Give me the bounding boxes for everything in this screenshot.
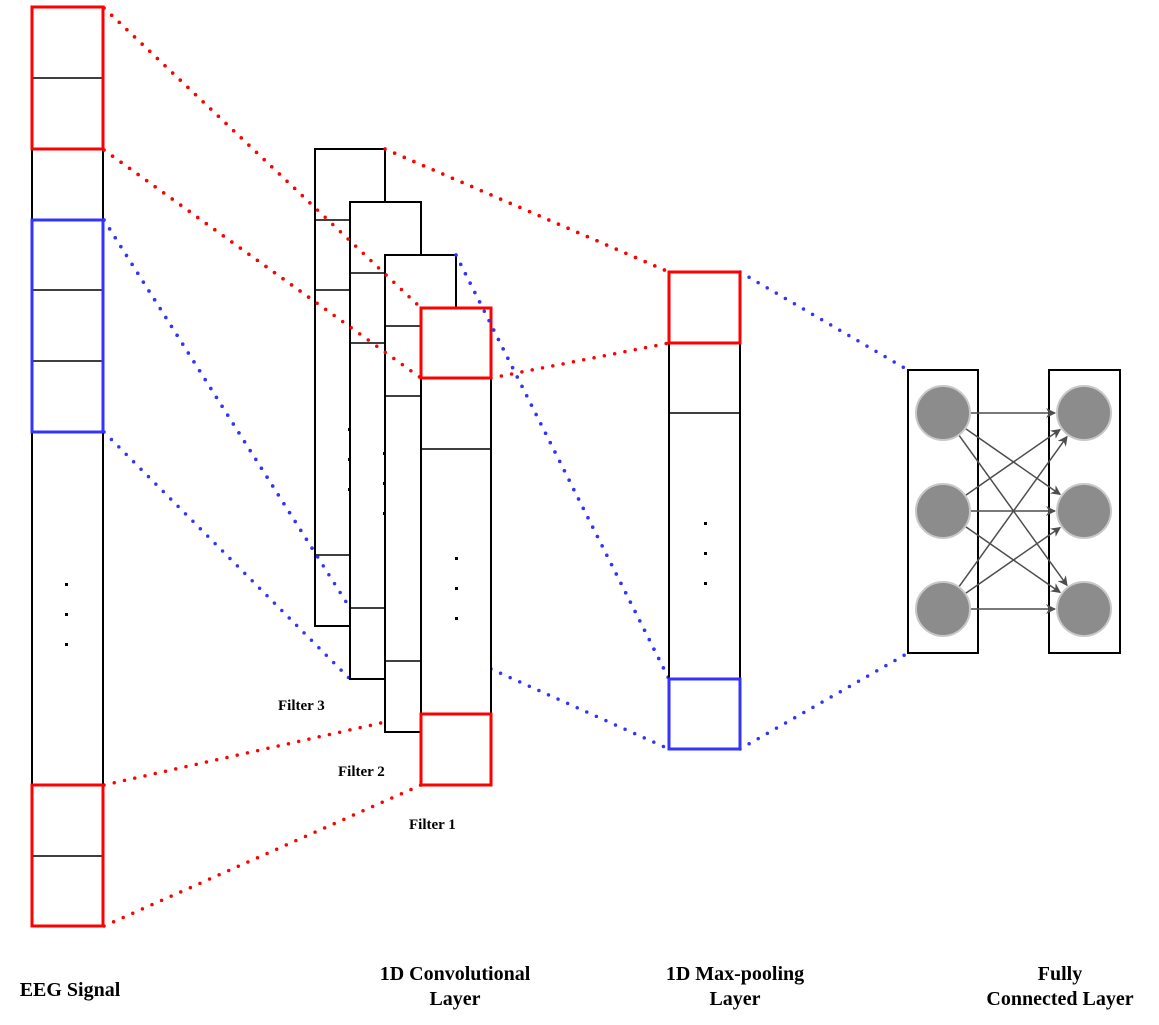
fc-output-neuron [1056, 483, 1112, 539]
filter-2-label: Filter 2 [338, 764, 385, 780]
eeg-ellipsis [65, 583, 68, 646]
connector-overlay [102, 218, 352, 610]
fc-connection-arrow [964, 526, 1062, 595]
connector-conv-pool-blue-lower [489, 667, 671, 751]
connector-overlay [102, 148, 423, 380]
connectors [102, 6, 910, 928]
connector-pool-fc-blue-upper [738, 270, 910, 372]
connector-eeg-bottom-red-upper [102, 712, 423, 787]
connector-conv-pool-red-lower [489, 341, 671, 380]
fc-output-neuron [1056, 581, 1112, 637]
fc-connection-arrow [964, 427, 1062, 496]
fc-connection-arrow [964, 428, 1062, 497]
maxpool-ellipsis [704, 522, 707, 585]
connector-pool-fc-blue-lower [738, 651, 910, 751]
conv-ellipsis [455, 557, 458, 620]
maxpool-layer-label: 1D Max-pooling Layer [635, 962, 835, 1012]
fully-connected-layer [907, 369, 1121, 654]
connector-overlay [383, 147, 671, 274]
fc-layer-label: Fully Connected Layer [960, 962, 1159, 1012]
maxpool-column [667, 270, 742, 751]
maxpool-layer-label-line2: Layer [709, 988, 761, 1010]
fc-layer-label-line2: Connected Layer [986, 988, 1134, 1010]
filter-1-window-red-top [419, 306, 493, 380]
filter-1-label: Filter 1 [409, 817, 456, 833]
maxpool-window-red [667, 270, 742, 345]
conv-layer-label-line2: Layer [429, 988, 481, 1010]
eeg-signal-column [30, 5, 105, 928]
connector-eeg-bottom-red-lower [102, 783, 423, 928]
fc-input-neuron [915, 483, 971, 539]
filter-1-window-red-bottom [419, 712, 493, 787]
eeg-signal-label-text: EEG Signal [19, 979, 121, 1001]
fc-edges [958, 408, 1068, 614]
eeg-window-red-top [30, 5, 105, 151]
conv-layer-label-line1: 1D Convolutional [379, 963, 531, 985]
maxpool-layer-label-line1: 1D Max-pooling [665, 963, 805, 985]
fc-connection-arrow [964, 525, 1062, 594]
fc-connection-arrow [958, 434, 1068, 587]
filter-3-label: Filter 3 [278, 698, 325, 714]
fc-connection-arrow [958, 435, 1068, 588]
eeg-window-blue [30, 218, 105, 434]
maxpool-window-blue [667, 677, 742, 751]
eeg-window-red-bottom [30, 783, 105, 928]
fc-input-neuron [915, 581, 971, 637]
eeg-column-outline [31, 6, 104, 927]
fc-output-neuron [1056, 385, 1112, 441]
eeg-signal-label: EEG Signal [0, 978, 140, 1003]
conv-layer-label: 1D Convolutional Layer [355, 962, 555, 1012]
fc-layer-label-line1: Fully [1037, 963, 1083, 985]
connector-eeg-blue-lower [102, 430, 352, 681]
fc-input-neuron [915, 385, 971, 441]
fc-neurons [915, 385, 1112, 637]
conv-filter-1 [419, 306, 493, 787]
connector-overlay [102, 6, 423, 310]
